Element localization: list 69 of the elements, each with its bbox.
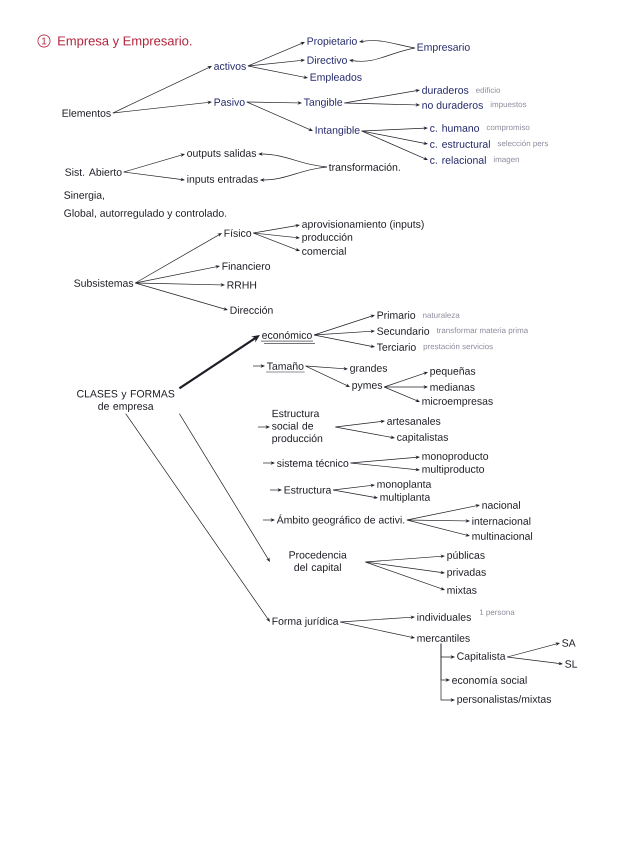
concept-label: Tamaño [266,362,304,370]
concept-label: públicas [447,551,485,561]
concept-label: Financiero [222,262,270,270]
concept-label: privadas [447,568,486,578]
concept-label: SL [565,660,578,668]
concept-label: individuales [417,613,471,621]
concept-label: económico [262,331,312,339]
concept-label: Empresario [418,43,470,53]
concept-label: personalistas/mixtas [457,695,552,705]
concept-label: Subsistemas [74,279,134,287]
concept-label: outputs salidas [187,149,256,159]
concept-label: Ámbito geográfico de activi. [276,514,404,526]
concept-label: Físico [224,229,252,237]
concept-label: microempresas [422,397,493,407]
concept-label: Estructura [284,486,332,494]
concept-label: Propietario [308,37,357,47]
concept-label: aprovisionamiento (inputs) [302,220,424,230]
concept-label: Primario [378,311,416,319]
concept-label: SA [562,639,576,647]
callout-number: 1 [38,34,50,48]
concept-label: producción [302,233,352,243]
concept-label: nacional [482,501,520,509]
concept-label: Directivo [308,56,347,64]
concept-label: Elementos [62,109,111,117]
concept-label: c. estructural [430,140,490,148]
concept-label: sistema técnico [277,459,348,467]
concept-label: Procedencia del capital [289,550,347,574]
concept-label: Secundario [377,327,430,335]
concept-label: Sist. Abierto [65,168,122,176]
concept-label: multiplanta [380,493,430,503]
concept-label: artesanales [387,417,440,425]
concept-label: internacional [472,517,530,525]
concept-label: Estructura social de producción [272,410,322,444]
concept-label: medianas [430,383,475,391]
concept-label: inputs entradas [187,175,258,185]
concept-label: c. relacional [430,156,486,164]
concept-label: Tangible [304,98,342,108]
concept-label: economía social [452,676,527,684]
concept-label: Terciario [376,343,416,351]
concept-label: activos [214,62,246,70]
arrow [125,413,270,622]
arrow [134,233,222,284]
title: Empresa y Empresario. [58,36,192,48]
concept-label: multinacional [472,532,532,540]
note-text: Global, autorregulado y controlado. [64,209,226,219]
concept-label: CLASES y FORMAS de empresa [77,390,174,412]
concept-label: comercial [302,247,346,255]
concept-label: Empleados [310,73,362,83]
concept-label: Capitalista [457,652,506,662]
concept-label: Intangible [316,126,360,136]
concept-label: monoplanta [377,480,432,490]
concept-label: multiproducto [422,465,484,475]
concept-label: grandes [350,364,388,374]
concept-label: RRHH [228,281,256,289]
concept-label: mixtas [447,586,477,594]
concept-label: Dirección [230,306,273,314]
concept-label: transformación. [328,163,400,171]
concept-label: mercantiles [417,634,470,642]
concept-label: Pasivo [214,98,245,106]
concept-label: capitalistas [397,433,448,443]
note-text: Sinergia, [64,191,104,201]
concept-label: Forma jurídica [272,617,339,627]
concept-label: monoproducto [422,452,488,462]
concept-label: pequeñas [430,367,476,377]
arrow [179,413,270,562]
concept-label: pymes [352,383,382,391]
concept-label: no duraderos [422,101,483,109]
concept-label: c. humano [430,124,480,132]
concept-label: duraderos [422,86,468,94]
